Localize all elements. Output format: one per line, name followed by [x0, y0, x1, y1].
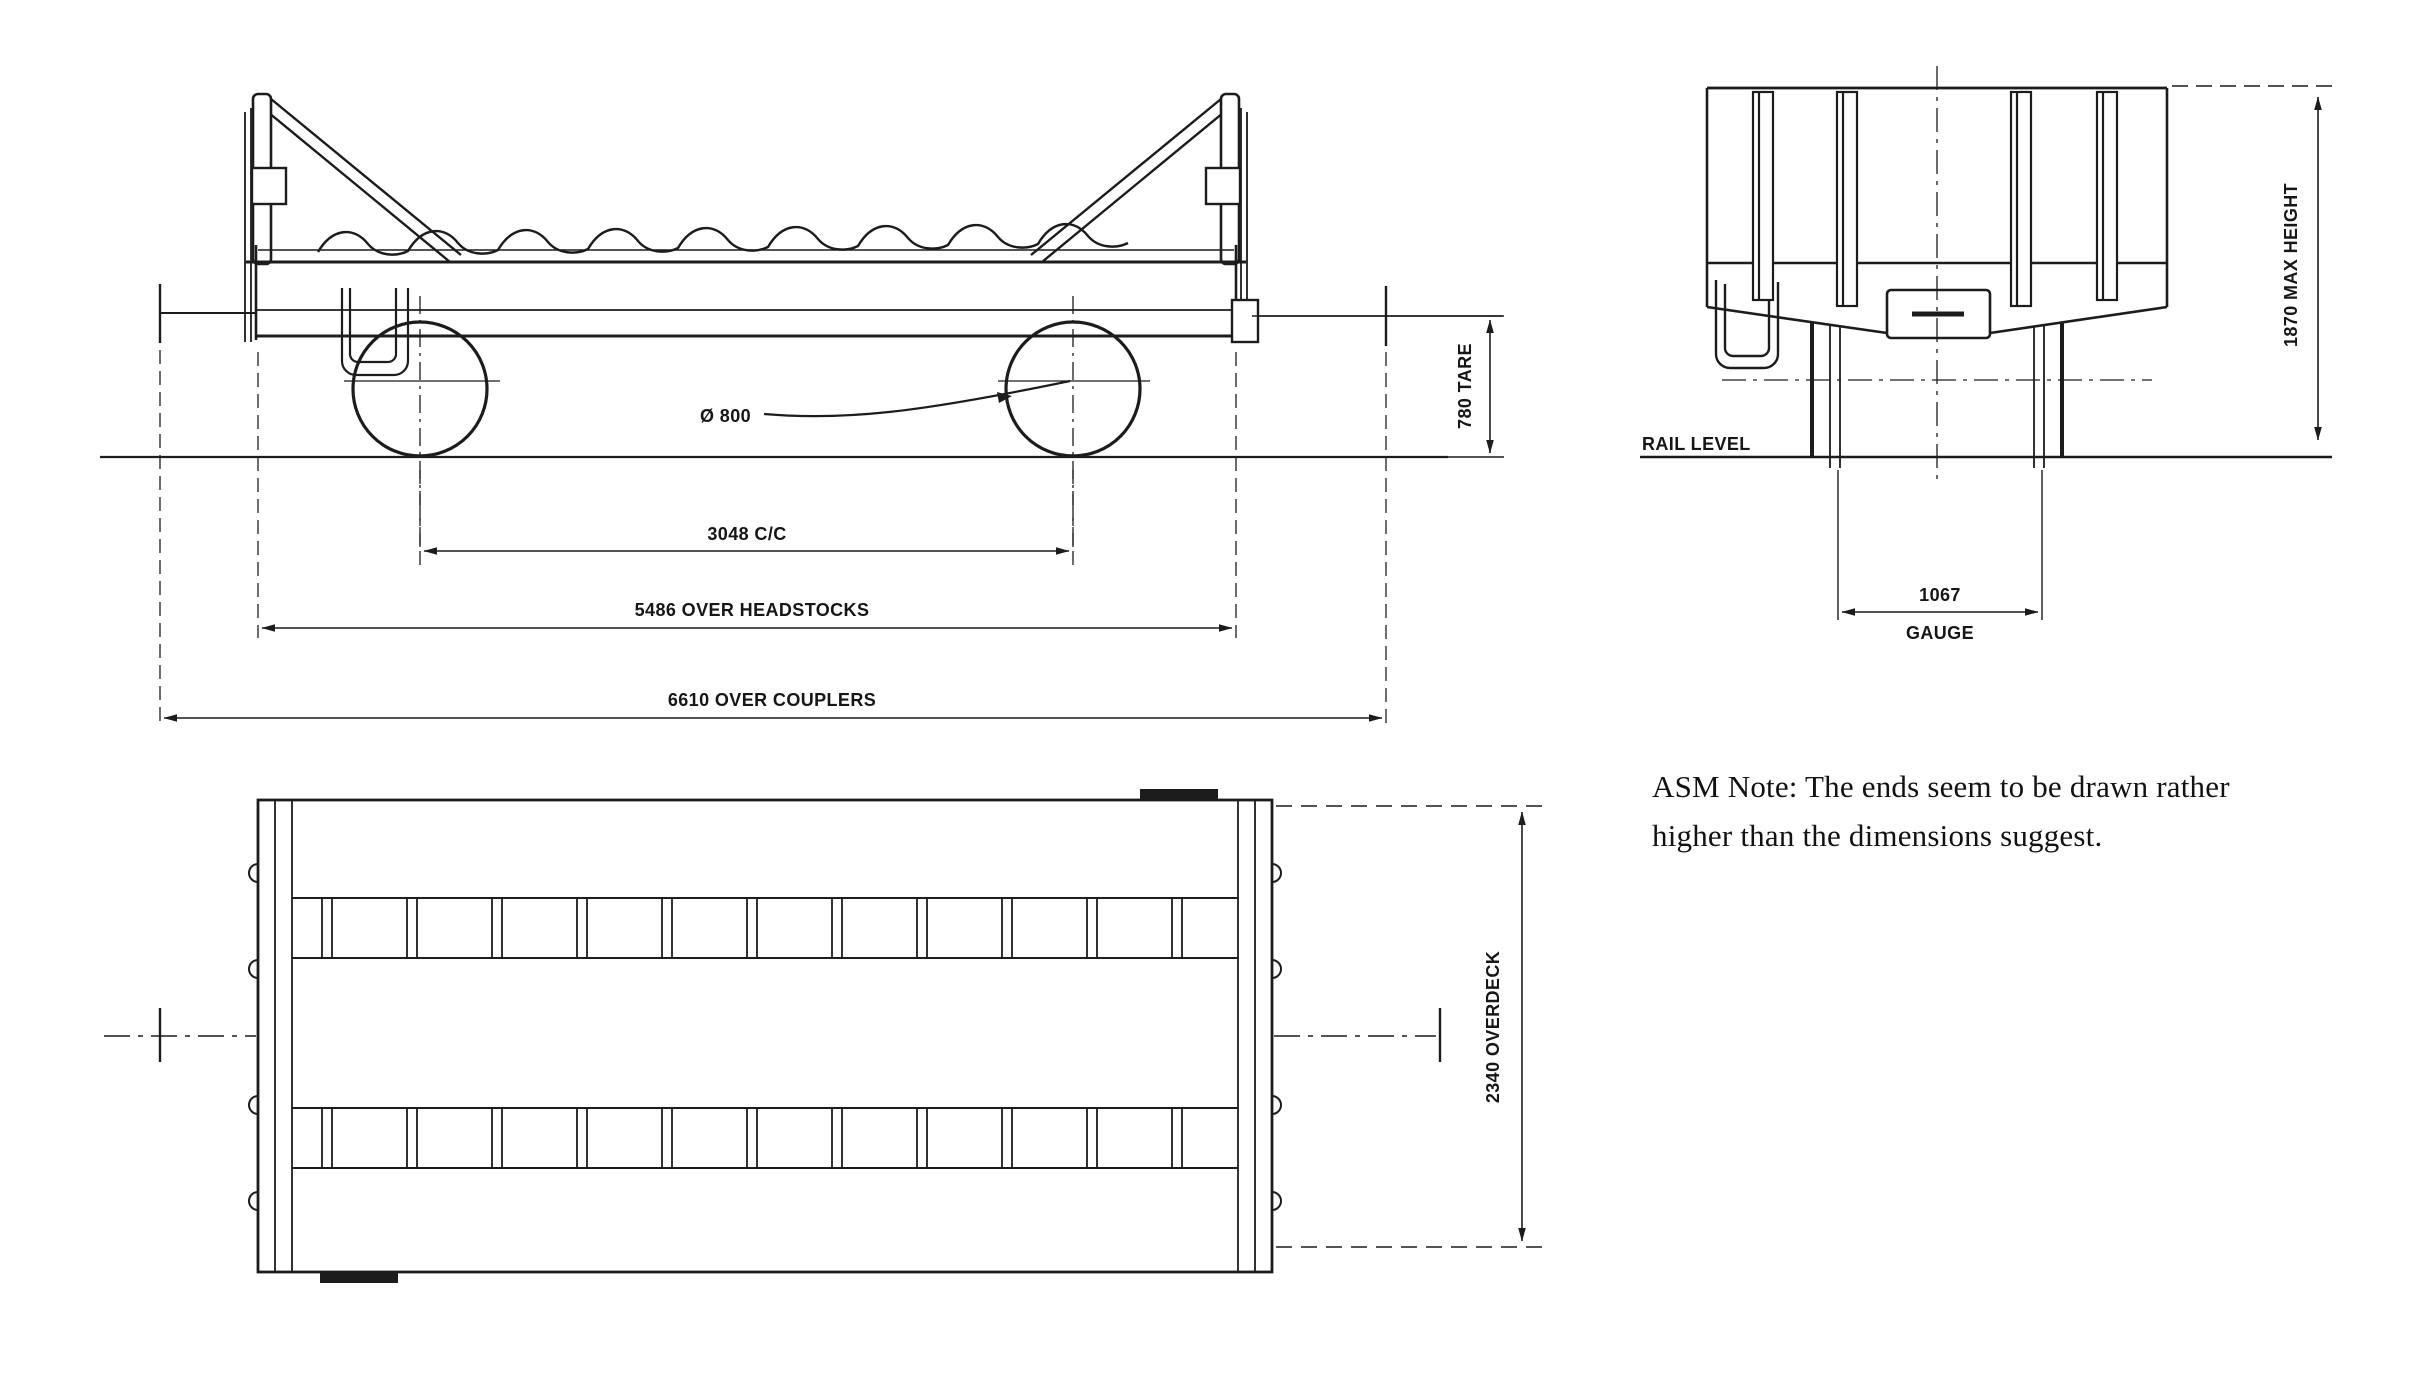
- plan-band-lines: [292, 897, 1238, 1169]
- end-coupler-hook: [1714, 280, 1780, 370]
- asm-note: ASM Note: The ends seem to be drawn rath…: [1652, 762, 2372, 860]
- end-elevation-view: RAIL LEVEL 1067 GAUGE 1870 MAX HEIGHT: [1640, 66, 2334, 643]
- step-stirrup: [340, 288, 410, 377]
- rail-level-label: RAIL LEVEL: [1642, 434, 1751, 454]
- plan-side-lugs: [248, 863, 1282, 1211]
- gauge-ext-lines: [1837, 470, 2043, 620]
- gauge-word-label: GAUGE: [1906, 623, 1974, 643]
- right-post-block: [1204, 166, 1242, 206]
- gauge-value-label: 1067: [1919, 585, 1961, 605]
- load-tarp-wave: [316, 222, 1129, 256]
- wheel-diameter-label: Ø 800: [700, 406, 751, 426]
- maxheight-dim-label: 1870 MAX HEIGHT: [2281, 183, 2301, 347]
- plan-handbrake-tab-top: [1140, 789, 1218, 801]
- left-end-post-strip: [244, 108, 252, 342]
- asm-note-line2: higher than the dimensions suggest.: [1652, 818, 2103, 853]
- wheel-diameter-leader: [763, 379, 1071, 418]
- right-coupler-box: [1230, 298, 1260, 344]
- end-wheel-legs: [1810, 322, 2064, 468]
- cc-ext-lines: [419, 470, 1074, 560]
- headstocks-ext-lines: [257, 352, 1237, 638]
- plan-outline: [256, 798, 1274, 1274]
- left-post-block: [250, 166, 288, 206]
- right-end-brace: [1030, 98, 1230, 263]
- cc-dim-label: 3048 C/C: [707, 524, 786, 544]
- end-stakes: [1751, 90, 2119, 308]
- end-bottom-slope: [1706, 305, 2168, 335]
- plan-end-walls: [274, 800, 1256, 1272]
- wheel-diameter-arrow: [997, 392, 1012, 403]
- couplers-ext-lines: [159, 350, 1387, 728]
- side-elevation-view: Ø 800 780 TARE 3048 C/C 5486 OVER HEADST…: [100, 92, 1504, 728]
- headstocks-dim-label: 5486 OVER HEADSTOCKS: [635, 600, 870, 620]
- plan-bottom-band-dividers: [321, 1108, 1183, 1168]
- plan-view: 2340 OVERDECK: [104, 789, 1542, 1283]
- asm-note-line1: ASM Note: The ends seem to be drawn rath…: [1652, 769, 2230, 804]
- overdeck-dim-label: 2340 OVERDECK: [1483, 951, 1503, 1103]
- plan-top-band-dividers: [321, 898, 1183, 958]
- plan-coupler-tees: [158, 1008, 1442, 1062]
- overdeck-ext-lines: [1276, 805, 1542, 1248]
- plan-handbrake-tab-bottom: [320, 1271, 398, 1283]
- tare-dim-label: 780 TARE: [1455, 343, 1475, 429]
- end-body-sides: [1705, 88, 2169, 307]
- couplers-dim-label: 6610 OVER COUPLERS: [668, 690, 876, 710]
